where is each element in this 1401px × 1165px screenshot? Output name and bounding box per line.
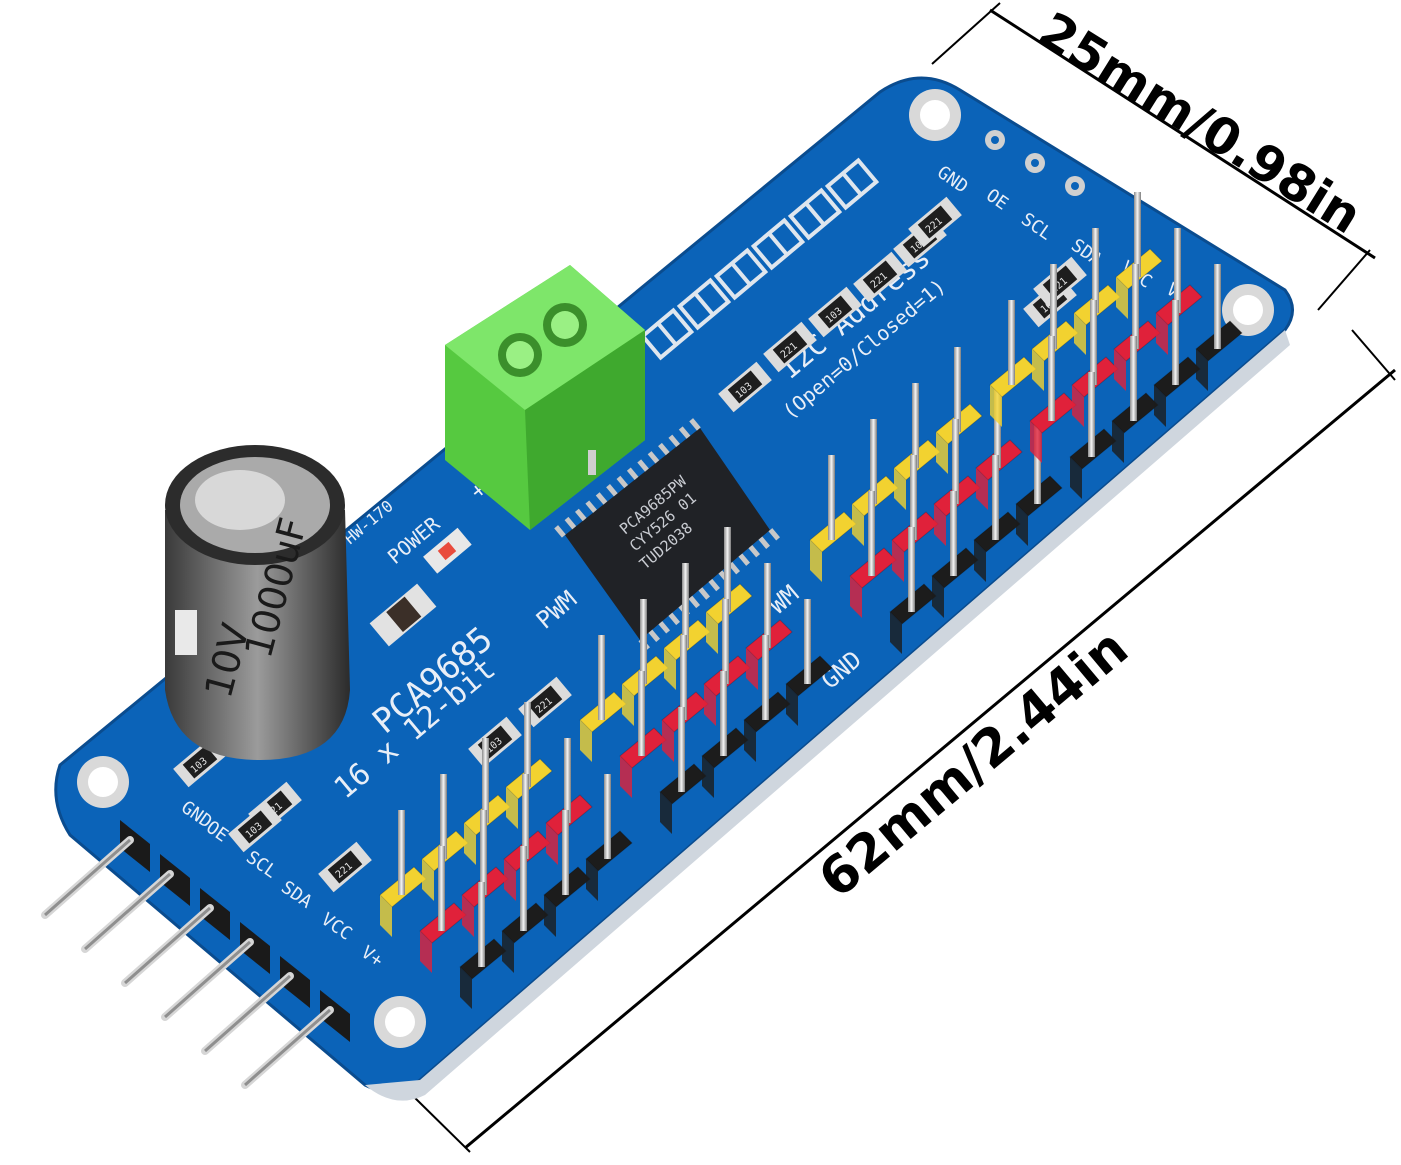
electrolytic-capacitor: 1000uF 10V [165, 445, 350, 760]
header-pin [482, 738, 489, 823]
header-pin [398, 810, 405, 895]
jumper-pad [750, 217, 806, 271]
jumper-pad [787, 187, 843, 241]
length-dimension-line [464, 368, 1396, 1150]
jumper-pad [639, 307, 695, 361]
width-dimension-line [989, 8, 1376, 260]
header-pin [950, 491, 957, 576]
header-pin [762, 635, 769, 720]
header-pin [912, 383, 919, 468]
header-pin [1130, 336, 1137, 421]
header-pin [480, 810, 487, 895]
header-pin [992, 455, 999, 540]
jumper-pad [713, 247, 769, 301]
header-pin [680, 635, 687, 720]
smd-resistor: 103 [228, 801, 282, 853]
pcb-board: GND OE SCL SDA VCC V+ I2C Address (Open=… [41, 76, 1294, 1101]
pca9685-chip: PCA9685PW CYY526 01 TUD2038 [554, 418, 781, 651]
jumper-pad [676, 277, 732, 331]
header-pin [804, 599, 811, 684]
header-pin [722, 599, 729, 684]
smd-resistor: 221 [518, 676, 572, 728]
header-pin [720, 671, 727, 756]
header-pin [1034, 419, 1041, 504]
header-pin [682, 563, 689, 648]
header-pin [438, 846, 445, 931]
header-pin [1214, 264, 1221, 349]
header-pin [870, 419, 877, 504]
header-pin [598, 635, 605, 720]
mounting-hole-left [77, 756, 129, 808]
header-pin [524, 702, 531, 787]
mounting-hole-top [909, 89, 961, 141]
header-pin [522, 774, 529, 859]
smd-resistor: 221 [763, 321, 817, 373]
capacitor-polarity-stripe [175, 610, 197, 655]
width-extension-line-top [931, 2, 1001, 65]
header-pin [640, 599, 647, 684]
header-pin [828, 455, 835, 540]
header-pin [910, 455, 917, 540]
mounting-hole-right [1222, 284, 1274, 336]
header-pin [868, 491, 875, 576]
header-pin [478, 882, 485, 967]
smd-resistors: 1032211032211032211032211032211032211032… [173, 196, 1087, 893]
smd-resistor: 103 [808, 286, 862, 338]
capacitor-body [165, 510, 350, 760]
header-pin [1172, 300, 1179, 385]
jumper-pad [824, 157, 880, 211]
header-pin [952, 419, 959, 504]
header-pin [954, 347, 961, 432]
header-pin [1048, 336, 1055, 421]
address-jumper-pads [639, 157, 880, 361]
smd-diode [369, 583, 437, 647]
screw-terminal-block [445, 265, 645, 530]
header-pin [908, 527, 915, 612]
header-pin [520, 846, 527, 931]
header-pin [1134, 192, 1141, 277]
servo-header-group [809, 347, 1063, 654]
header-pin [1174, 228, 1181, 313]
header-pin [1050, 264, 1057, 349]
header-pin [1008, 300, 1015, 385]
header-pin [1088, 372, 1095, 457]
header-pin [764, 563, 771, 648]
width-extension-line-bottom [1317, 249, 1371, 311]
servo-headers [379, 192, 1243, 1009]
smd-resistor: 221 [318, 841, 372, 893]
length-extension-line-bottom [411, 1094, 471, 1153]
header-pin [604, 774, 611, 859]
mounting-hole-bottom [374, 996, 426, 1048]
header-pin [638, 671, 645, 756]
chip-body [565, 428, 770, 640]
header-pin [994, 383, 1001, 468]
header-pin [1092, 228, 1099, 313]
header-pin [564, 738, 571, 823]
power-led [423, 527, 472, 574]
header-pin [724, 527, 731, 612]
header-pin [678, 707, 685, 792]
smd-resistor: 221 [853, 251, 907, 303]
header-pin [1090, 300, 1097, 385]
smd-resistor: 103 [718, 361, 772, 413]
header-pin [562, 810, 569, 895]
servo-header-group [379, 702, 633, 1009]
smd-resistor: 221 [908, 196, 962, 248]
header-pin [1132, 264, 1139, 349]
header-pin [440, 774, 447, 859]
top-pin-pads [985, 130, 1085, 196]
left-input-header [41, 820, 350, 1089]
servo-header-group [579, 527, 833, 834]
length-extension-line-top [1351, 329, 1396, 381]
servo-header-group [989, 192, 1243, 499]
pcb-edge [365, 330, 1290, 1101]
